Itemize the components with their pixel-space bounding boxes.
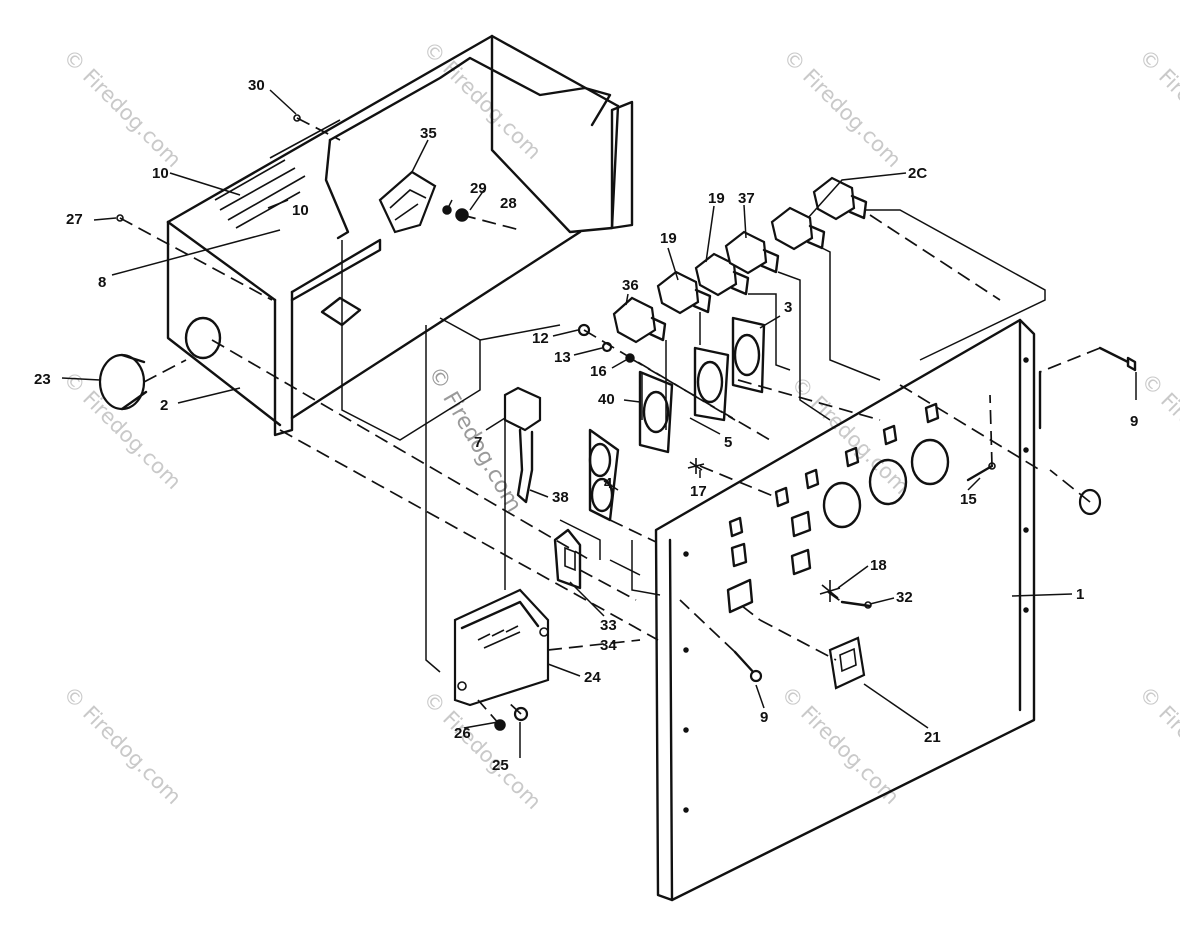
- front-panel-part-1: [654, 318, 1042, 902]
- callout-34: 34: [600, 637, 617, 654]
- callout-4: 4: [604, 475, 613, 492]
- callout-8: 8: [98, 274, 106, 291]
- callout-5: 5: [724, 434, 732, 451]
- callout-26: 26: [454, 725, 471, 742]
- callout-25: 25: [492, 757, 509, 774]
- breaker-36: [612, 296, 667, 344]
- callout-27: 27: [66, 211, 83, 228]
- relay-part-35: [378, 170, 469, 234]
- callout-labels: 1 2 3 4 5 7 8 9 9 10 10 12 13 15 16 17 1…: [34, 77, 1138, 774]
- watermarks: © Firedog.com © Firedog.com © Firedog.co…: [58, 37, 1180, 814]
- callout-30: 30: [248, 77, 265, 94]
- harness-part-38: [503, 386, 542, 504]
- callout-36: 36: [622, 277, 639, 294]
- callout-16: 16: [590, 363, 607, 380]
- callout-1: 1: [1076, 586, 1084, 603]
- watermark-3: © Firedog.com: [778, 45, 905, 172]
- receptacle-5: [693, 346, 730, 422]
- callout-38: 38: [552, 489, 569, 506]
- leader-lines: [61, 89, 1137, 758]
- breaker-19b: [694, 252, 750, 297]
- callout-24: 24: [584, 669, 601, 686]
- plug-part-23: [98, 353, 148, 411]
- watermark-11: © Firedog.com: [1134, 682, 1180, 809]
- breaker-2c-a: [770, 206, 826, 251]
- callout-21: 21: [924, 729, 941, 746]
- module-part-24: [453, 588, 550, 707]
- receptacle-3: [731, 316, 766, 394]
- callout-28: 28: [500, 195, 517, 212]
- bolt-32: [840, 600, 872, 609]
- watermark-1: © Firedog.com: [58, 45, 185, 172]
- star-washer-18: [819, 580, 841, 602]
- callout-19-a: 19: [660, 230, 677, 247]
- callout-37: 37: [738, 190, 755, 207]
- callout-32: 32: [896, 589, 913, 606]
- watermark-7: © Firedog.com: [1136, 369, 1180, 496]
- receptacle-40: [638, 370, 674, 454]
- wiring-lines: [341, 209, 1046, 673]
- watermark-4: © Firedog.com: [1134, 45, 1180, 172]
- outlet-33-34: [553, 528, 582, 590]
- callout-33: 33: [600, 617, 617, 634]
- breakers: [612, 176, 868, 344]
- callout-13: 13: [554, 349, 571, 366]
- watermark-8: © Firedog.com: [58, 682, 185, 809]
- callout-10-b: 10: [292, 202, 309, 219]
- screw-27: [116, 214, 124, 222]
- assembly-lines: [119, 117, 1101, 726]
- breaker-37: [724, 230, 780, 275]
- callout-15: 15: [960, 491, 977, 508]
- housing-part-2: [166, 34, 634, 437]
- panel-fasteners: [733, 346, 1137, 683]
- bolt-15: [966, 462, 996, 482]
- callout-19-b: 19: [708, 190, 725, 207]
- star-washer-17: [687, 458, 705, 474]
- bolt-9-top: [1098, 346, 1137, 372]
- callout-35: 35: [420, 125, 437, 142]
- callout-10-a: 10: [152, 165, 169, 182]
- callout-9-top: 9: [1130, 413, 1138, 430]
- callout-3: 3: [784, 299, 792, 316]
- callout-7: 7: [474, 434, 482, 451]
- bolt-9-bottom: [733, 650, 763, 683]
- callout-23: 23: [34, 371, 51, 388]
- screw-30: [293, 114, 301, 122]
- callout-40: 40: [598, 391, 615, 408]
- callout-18: 18: [870, 557, 887, 574]
- breaker-2c-b: [812, 176, 868, 221]
- callout-29: 29: [470, 180, 487, 197]
- callout-17: 17: [690, 483, 707, 500]
- callout-2c: 2C: [908, 165, 927, 182]
- callout-9-bottom: 9: [760, 709, 768, 726]
- watermark-10: © Firedog.com: [776, 682, 903, 809]
- callout-12: 12: [532, 330, 549, 347]
- callout-2: 2: [160, 397, 168, 414]
